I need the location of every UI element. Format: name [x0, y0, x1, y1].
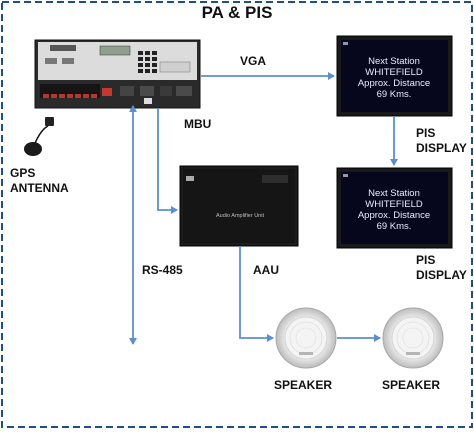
gps-antenna-label-line-2: ANTENNA [10, 181, 69, 195]
aau-speaker-connector [239, 246, 274, 342]
aau-label: AAU [253, 263, 279, 277]
mbu-keypad [138, 51, 157, 73]
pis-display-2: Next Station WHITEFIELD Approx. Distance… [336, 167, 453, 249]
speaker-2-label: SPEAKER [382, 378, 441, 392]
display-1-line-4: 69 Kms. [377, 89, 412, 100]
mbu-label: MBU [184, 117, 212, 131]
display-1-line-1: Next Station [368, 56, 420, 67]
rs485-label: RS-485 [142, 263, 183, 277]
pis-display-2-label-line-1: PIS [416, 253, 436, 267]
pis-display-1-label-line-1: PIS [416, 126, 436, 140]
speaker-1-label: SPEAKER [274, 378, 333, 392]
pis-display-2-label-line-2: DISPLAY [416, 268, 467, 282]
display-2-line-1: Next Station [368, 188, 420, 199]
speaker-1-device [275, 307, 337, 369]
mbu-device [34, 39, 201, 109]
display-1-line-2: WHITEFIELD [365, 67, 423, 78]
vga-label: VGA [240, 54, 267, 68]
outer-border [1, 1, 473, 428]
aau-device: Audio Amplifier Unit [179, 165, 299, 247]
display-2-line-3: Approx. Distance [358, 210, 430, 221]
gps-antenna [24, 117, 54, 156]
aau-panel-text: Audio Amplifier Unit [216, 213, 264, 219]
mbu-ports [40, 84, 192, 104]
mbu-aau-connector [157, 108, 178, 214]
gps-antenna-label-line-1: GPS [10, 166, 36, 180]
display-2-line-2: WHITEFIELD [365, 199, 423, 210]
display-1-line-3: Approx. Distance [358, 78, 430, 89]
pis-display-1: Next Station WHITEFIELD Approx. Distance… [336, 35, 453, 117]
pis-display-1-label-line-2: DISPLAY [416, 141, 467, 155]
diagram-title: PA & PIS [201, 3, 273, 22]
display-2-line-4: 69 Kms. [377, 221, 412, 232]
speaker-2-device [382, 307, 444, 369]
